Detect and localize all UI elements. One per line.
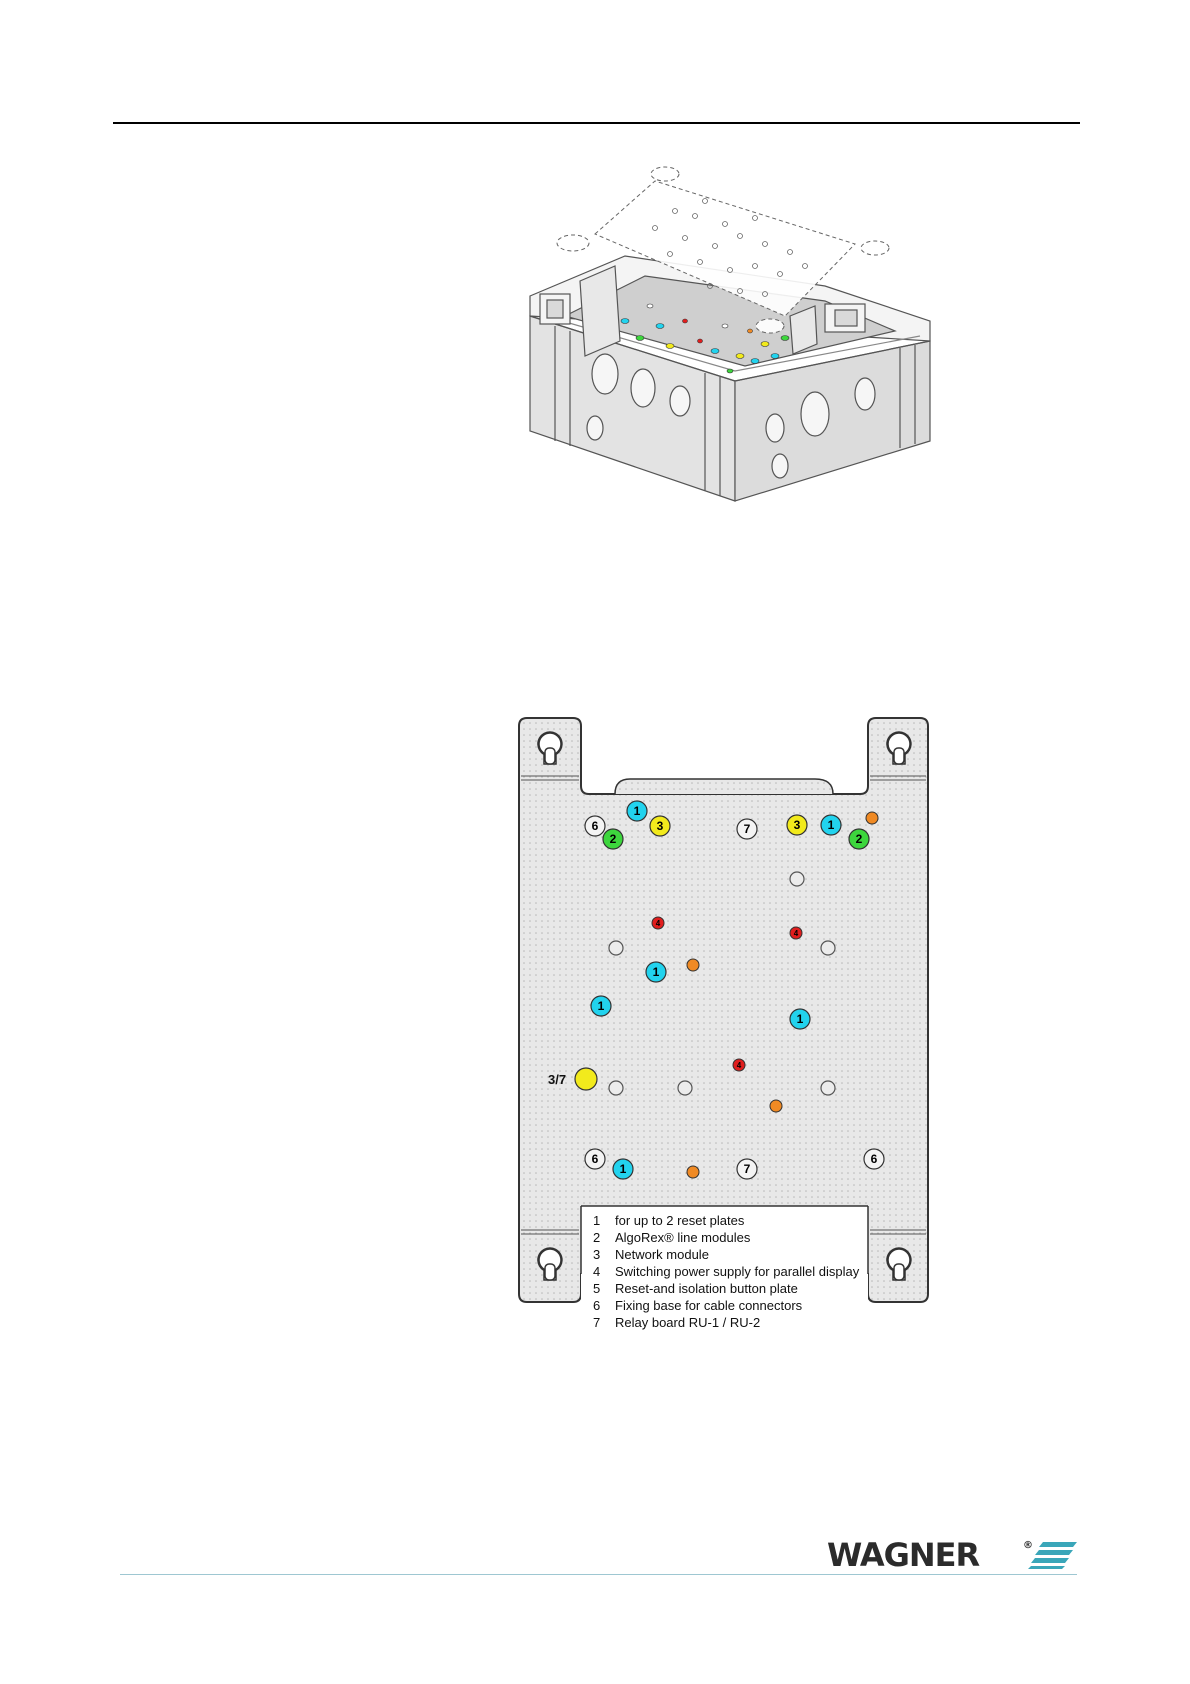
mounting-plate-diagram: 1 1 1 1 1 1 2 2 xyxy=(515,714,955,1344)
svg-text:6: 6 xyxy=(593,1298,600,1313)
housing-illustration-svg xyxy=(525,166,955,506)
logo-stripes-icon xyxy=(1028,1542,1077,1569)
callout-7-a: 7 xyxy=(737,819,757,839)
housing-exploded-illustration xyxy=(525,166,955,506)
svg-text:Network module: Network module xyxy=(615,1247,709,1262)
svg-text:AlgoRex® line modules: AlgoRex® line modules xyxy=(615,1230,751,1245)
svg-text:6: 6 xyxy=(592,819,599,833)
svg-text:3: 3 xyxy=(794,818,801,832)
svg-text:1: 1 xyxy=(797,1012,804,1026)
callout-1-cyan-a: 1 xyxy=(627,801,647,821)
svg-text:2: 2 xyxy=(610,832,617,846)
svg-text:5: 5 xyxy=(593,1281,600,1296)
svg-text:6: 6 xyxy=(592,1152,599,1166)
callout-6-a: 6 xyxy=(585,816,605,836)
svg-text:3: 3 xyxy=(593,1247,600,1262)
callout-7-b: 7 xyxy=(737,1159,757,1179)
svg-text:6: 6 xyxy=(871,1152,878,1166)
svg-text:Fixing base for cable connecto: Fixing base for cable connectors xyxy=(615,1298,803,1313)
svg-text:1: 1 xyxy=(593,1213,600,1228)
callout-4-red-a: 4 xyxy=(652,917,664,929)
svg-text:7: 7 xyxy=(744,822,751,836)
svg-text:3/7: 3/7 xyxy=(548,1072,566,1087)
header-rule xyxy=(113,122,1080,124)
callout-1-cyan-b: 1 xyxy=(821,815,841,835)
legend-item-2: 2 AlgoRex® line modules xyxy=(593,1230,751,1245)
svg-text:1: 1 xyxy=(634,804,641,818)
svg-text:1: 1 xyxy=(828,818,835,832)
footer-rule xyxy=(120,1574,1077,1575)
callout-4-red-b: 4 xyxy=(790,927,802,939)
svg-text:1: 1 xyxy=(620,1162,627,1176)
callout-3-yellow-b: 3 xyxy=(787,815,807,835)
svg-text:1: 1 xyxy=(653,965,660,979)
callout-2-green-b: 2 xyxy=(849,829,869,849)
legend-item-1: 1 for up to 2 reset plates xyxy=(593,1213,745,1228)
callout-4-red-c: 4 xyxy=(733,1059,745,1071)
wagner-logo: WAGNER ® xyxy=(827,1536,1077,1570)
svg-text:4: 4 xyxy=(737,1061,742,1070)
svg-text:Relay board RU-1 / RU-2: Relay board RU-1 / RU-2 xyxy=(615,1315,760,1330)
svg-text:2: 2 xyxy=(593,1230,600,1245)
svg-text:for up to 2 reset plates: for up to 2 reset plates xyxy=(615,1213,745,1228)
callout-2-green-a: 2 xyxy=(603,829,623,849)
callout-1-cyan-e: 1 xyxy=(790,1009,810,1029)
svg-text:7: 7 xyxy=(593,1315,600,1330)
svg-text:Switching power supply for par: Switching power supply for parallel disp… xyxy=(615,1264,860,1279)
legend-item-7: 7 Relay board RU-1 / RU-2 xyxy=(593,1315,760,1330)
callout-6-b: 6 xyxy=(585,1149,605,1169)
legend-item-6: 6 Fixing base for cable connectors xyxy=(593,1298,803,1313)
wagner-logo-svg: WAGNER ® xyxy=(827,1536,1077,1570)
svg-text:1: 1 xyxy=(598,999,605,1013)
svg-text:7: 7 xyxy=(744,1162,751,1176)
callout-3-yellow-a: 3 xyxy=(650,816,670,836)
svg-text:2: 2 xyxy=(856,832,863,846)
svg-text:4: 4 xyxy=(794,929,799,938)
callout-1-cyan-d: 1 xyxy=(591,996,611,1016)
svg-text:3: 3 xyxy=(657,819,664,833)
registered-mark: ® xyxy=(1023,1540,1033,1551)
mounting-plate-svg: 1 1 1 1 1 1 2 2 xyxy=(515,714,955,1344)
svg-text:Reset-and isolation button pla: Reset-and isolation button plate xyxy=(615,1281,798,1296)
legend-item-5: 5 Reset-and isolation button plate xyxy=(593,1281,798,1296)
callout-6-c: 6 xyxy=(864,1149,884,1169)
callout-1-cyan-c: 1 xyxy=(646,962,666,982)
legend-item-4: 4 Switching power supply for parallel di… xyxy=(593,1264,860,1279)
logo-wordmark: WAGNER xyxy=(827,1536,980,1570)
svg-text:4: 4 xyxy=(656,919,661,928)
svg-text:4: 4 xyxy=(593,1264,600,1279)
callout-1-cyan-f: 1 xyxy=(613,1159,633,1179)
